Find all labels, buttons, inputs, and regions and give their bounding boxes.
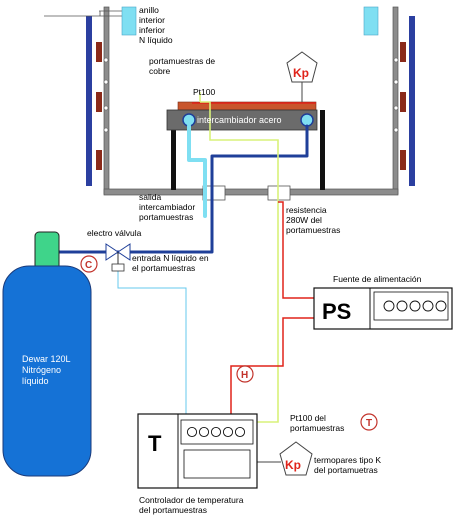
t-marker-label: T [366, 418, 372, 429]
kp-thermocouple-top [286, 51, 318, 102]
dewar-tank [2, 231, 92, 477]
holder-label-1: portamuestras de [149, 56, 215, 66]
controller-label-1: Controlador de temperatura [139, 495, 244, 505]
ps-label: PS [322, 299, 351, 324]
valve-label: electro válvula [87, 228, 142, 238]
sample-holder-assembly [166, 101, 325, 190]
dewar-label-3: líquido [22, 376, 49, 386]
h-marker-label: H [241, 370, 248, 381]
ring-label-2: interior [139, 15, 165, 25]
controller-label-2: del portamuestras [139, 505, 207, 515]
exit-label-1: salida [139, 192, 161, 202]
vacuum-chamber [103, 6, 399, 201]
left-coil [86, 16, 102, 186]
exit-label-2: intercambiador [139, 202, 195, 212]
power-title: Fuente de alimentación [333, 274, 422, 284]
pt100-bottom-label-2: portamuestras [290, 423, 344, 433]
exit-label-3: portamuestras [139, 212, 193, 222]
c-marker-label: C [85, 260, 92, 271]
dewar-label-1: Dewar 120L [22, 354, 71, 364]
kp-top-label: Kp [293, 66, 309, 80]
holder-label-2: cobre [149, 66, 171, 76]
nitrogen-ring-right [363, 6, 379, 36]
resistor-label-2: 280W del [286, 215, 322, 225]
pt100-bottom-label-1: Pt100 del [290, 413, 326, 423]
t-marker-circle [360, 413, 378, 431]
ring-label-1: anillo [139, 5, 159, 15]
exchanger-label: intercambiador acero [197, 115, 282, 125]
resistor-label-1: resistencia [286, 205, 327, 215]
c-marker-circle [80, 255, 98, 273]
right-coil [400, 16, 415, 186]
ring-label-3: inferior [139, 25, 165, 35]
power-supply [313, 287, 453, 330]
temperature-controller [137, 413, 258, 489]
tc-label-2: del portamuetras [314, 465, 378, 475]
nitrogen-ring-left [121, 6, 137, 36]
kp-bottom-label: Kp [285, 458, 301, 472]
pt100-top-label: Pt100 [193, 87, 215, 97]
tc-label-1: termopares tipo K [314, 455, 381, 465]
h-marker-circle [236, 365, 254, 383]
inlet-label-1: entrada N líquido en [132, 253, 209, 263]
heater-wire [278, 201, 314, 299]
ring-leader [44, 10, 122, 17]
resistor-label-3: portamuestras [286, 225, 340, 235]
inlet-label-2: el portamuestras [132, 263, 195, 273]
pt100-wire [199, 92, 279, 423]
valve-signal-wire [117, 270, 187, 414]
controller-letter: T [148, 431, 162, 456]
ring-label-4: N líquido [139, 35, 173, 45]
kp-thermocouple-bottom [279, 441, 313, 476]
electro-valve [105, 243, 131, 272]
dewar-label-2: Nitrógeno [22, 365, 61, 375]
controller-power-wire [230, 317, 314, 414]
